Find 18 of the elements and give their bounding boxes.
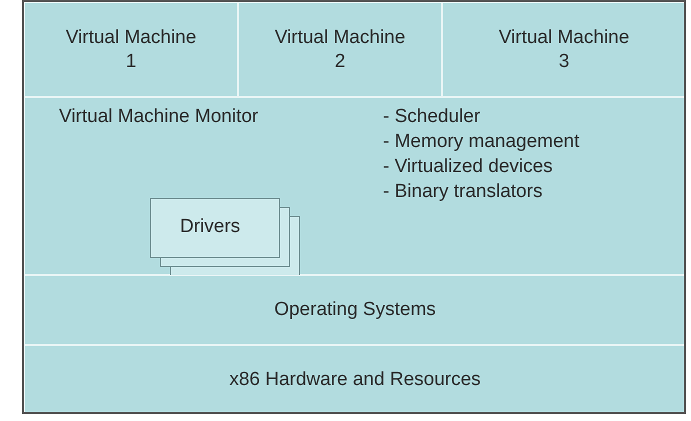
- list-item: - Virtualized devices: [383, 156, 553, 178]
- driver-stack: [150, 198, 300, 276]
- layer-band: [24, 275, 684, 345]
- band-label: Operating Systems: [274, 298, 436, 322]
- layer-band: [24, 97, 684, 275]
- list-item: - Memory management: [383, 131, 580, 153]
- list-item: - Binary translators: [383, 181, 542, 203]
- band-label: Virtual Machine 1: [64, 26, 198, 74]
- machine-box: [442, 2, 684, 97]
- machine-box: [24, 2, 238, 97]
- box-label: Drivers: [180, 216, 240, 238]
- list-item: - Scheduler: [383, 106, 480, 128]
- layer-band: [24, 345, 684, 412]
- layer-title: Virtual Machine Monitor: [59, 106, 258, 128]
- band-label: x86 Hardware and Resources: [229, 368, 481, 392]
- band-label: Virtual Machine 3: [498, 26, 630, 74]
- band-label: Virtual Machine 2: [274, 26, 406, 74]
- machine-box: [238, 2, 442, 97]
